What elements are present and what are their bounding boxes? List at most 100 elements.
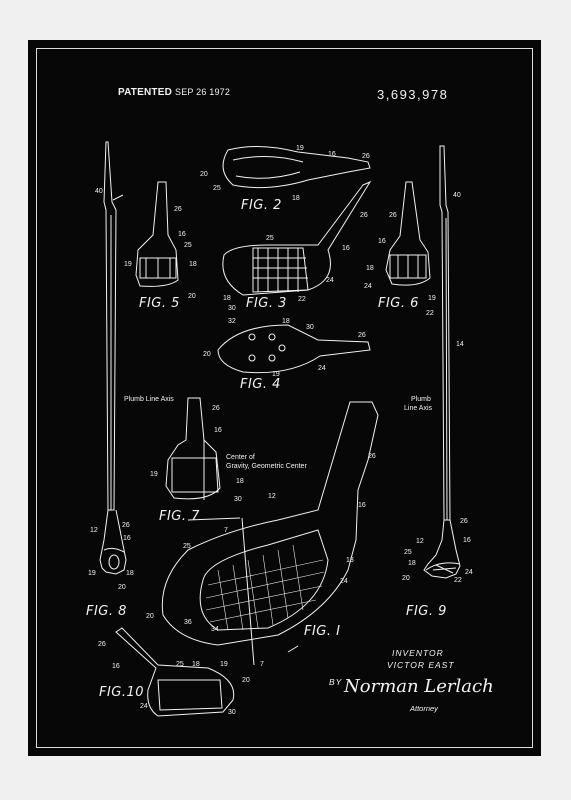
svg-text:16: 16 xyxy=(112,663,120,670)
svg-text:36: 36 xyxy=(184,619,192,626)
fig1-drawing xyxy=(161,401,379,666)
fig6-label: FIG. 6 xyxy=(378,296,419,311)
svg-text:20: 20 xyxy=(402,575,410,582)
svg-text:26: 26 xyxy=(362,153,370,160)
inventor-name: VICTOR EAST xyxy=(387,660,455,670)
center-gravity-note-2: Gravity, Geometric Center xyxy=(226,463,307,470)
svg-text:16: 16 xyxy=(214,427,222,434)
fig10-label: FIG.10 xyxy=(99,685,145,700)
svg-text:16: 16 xyxy=(342,245,350,252)
fig6-drawing xyxy=(385,181,431,286)
svg-text:24: 24 xyxy=(318,365,326,372)
svg-text:30: 30 xyxy=(234,496,242,503)
svg-text:19: 19 xyxy=(272,371,280,378)
svg-text:18: 18 xyxy=(126,570,134,577)
by-label: BY xyxy=(329,677,343,687)
attorney-signature: Norman Lerlach xyxy=(344,676,494,697)
svg-text:20: 20 xyxy=(188,293,196,300)
svg-text:26: 26 xyxy=(212,405,220,412)
poster-border xyxy=(36,48,533,748)
fig4-drawing xyxy=(217,324,371,374)
svg-text:18: 18 xyxy=(192,661,200,668)
svg-text:25: 25 xyxy=(266,235,274,242)
patented-label: PATENTED SEP 26 1972 xyxy=(118,87,230,98)
svg-text:22: 22 xyxy=(426,310,434,317)
svg-text:12: 12 xyxy=(268,493,276,500)
fig10-drawing xyxy=(115,627,235,717)
svg-text:14: 14 xyxy=(456,341,464,348)
svg-text:26: 26 xyxy=(360,212,368,219)
reference-numerals: 40 19 16 26 20 25 18 26 16 25 19 18 20 2… xyxy=(88,145,473,716)
svg-text:26: 26 xyxy=(389,212,397,219)
fig3-label: FIG. 3 xyxy=(246,296,287,311)
left-club-drawing xyxy=(99,141,127,575)
fig1-label: FIG. I xyxy=(304,624,341,639)
svg-text:26: 26 xyxy=(358,332,366,339)
svg-text:16: 16 xyxy=(328,151,336,158)
fig7-label: FIG. 7 xyxy=(159,509,200,524)
fig5-label: FIG. 5 xyxy=(139,296,180,311)
svg-text:32: 32 xyxy=(228,318,236,325)
svg-text:12: 12 xyxy=(416,538,424,545)
svg-text:18: 18 xyxy=(189,261,197,268)
plumb-line-note-right-2: Line Axis xyxy=(404,405,433,412)
svg-text:26: 26 xyxy=(122,522,130,529)
svg-text:24: 24 xyxy=(465,569,473,576)
svg-text:20: 20 xyxy=(118,584,126,591)
fig3-drawing xyxy=(222,180,372,296)
svg-text:7: 7 xyxy=(224,527,228,534)
svg-text:30: 30 xyxy=(306,324,314,331)
patent-poster: 40 19 16 26 20 25 18 26 16 25 19 18 20 2… xyxy=(28,40,541,756)
svg-text:18: 18 xyxy=(408,560,416,567)
plumb-line-note-right-1: Plumb xyxy=(411,396,431,403)
svg-text:25: 25 xyxy=(183,543,191,550)
svg-text:20: 20 xyxy=(146,613,154,620)
right-club-drawing xyxy=(423,145,461,579)
patent-number: 3,693,978 xyxy=(377,87,449,102)
plumb-line-note-left: Plumb Line Axis xyxy=(124,396,174,403)
svg-text:16: 16 xyxy=(463,537,471,544)
svg-text:7: 7 xyxy=(260,661,264,668)
svg-text:18: 18 xyxy=(223,295,231,302)
svg-text:40: 40 xyxy=(95,188,103,195)
svg-text:20: 20 xyxy=(203,351,211,358)
svg-text:16: 16 xyxy=(358,502,366,509)
inventor-title: INVENTOR xyxy=(392,648,444,658)
fig2-label: FIG. 2 xyxy=(241,198,282,213)
svg-text:18: 18 xyxy=(346,557,354,564)
svg-text:30: 30 xyxy=(228,709,236,716)
svg-text:19: 19 xyxy=(220,661,228,668)
svg-text:20: 20 xyxy=(242,677,250,684)
svg-text:19: 19 xyxy=(296,145,304,152)
svg-text:18: 18 xyxy=(292,195,300,202)
svg-text:16: 16 xyxy=(378,238,386,245)
svg-text:18: 18 xyxy=(366,265,374,272)
svg-text:18: 18 xyxy=(236,478,244,485)
svg-text:19: 19 xyxy=(88,570,96,577)
svg-text:22: 22 xyxy=(298,296,306,303)
patent-date: SEP 26 1972 xyxy=(175,87,231,97)
svg-text:18: 18 xyxy=(282,318,290,325)
svg-text:24: 24 xyxy=(340,578,348,585)
fig8-label: FIG. 8 xyxy=(86,604,127,619)
svg-text:26: 26 xyxy=(368,453,376,460)
svg-text:34: 34 xyxy=(211,626,219,633)
center-gravity-note-1: Center of xyxy=(226,454,255,461)
fig2-drawing xyxy=(222,145,371,189)
svg-text:25: 25 xyxy=(184,242,192,249)
svg-text:26: 26 xyxy=(460,518,468,525)
svg-text:25: 25 xyxy=(213,185,221,192)
fig7-drawing xyxy=(165,397,221,500)
svg-text:26: 26 xyxy=(174,206,182,213)
svg-text:19: 19 xyxy=(124,261,132,268)
svg-text:24: 24 xyxy=(364,283,372,290)
svg-text:12: 12 xyxy=(90,527,98,534)
attorney-label: Attorney xyxy=(410,704,438,713)
svg-text:20: 20 xyxy=(200,171,208,178)
svg-text:24: 24 xyxy=(140,703,148,710)
svg-text:19: 19 xyxy=(150,471,158,478)
svg-text:30: 30 xyxy=(228,305,236,312)
svg-text:16: 16 xyxy=(178,231,186,238)
svg-text:16: 16 xyxy=(123,535,131,542)
svg-text:40: 40 xyxy=(453,192,461,199)
